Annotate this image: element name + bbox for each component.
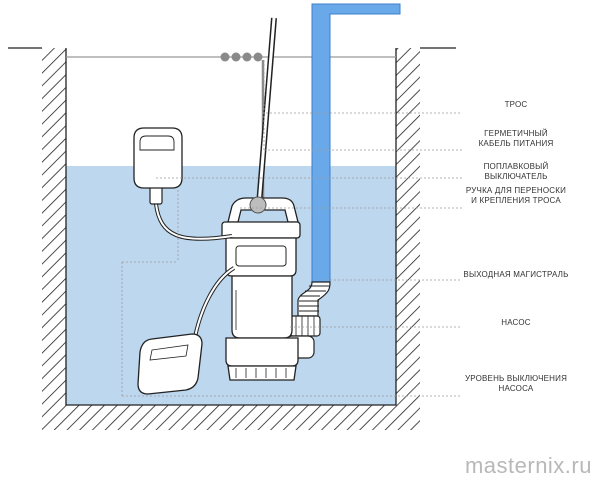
label-pump: НАСОС <box>501 318 531 327</box>
label-outlet-line: ВЫХОДНАЯ МАГИСТРАЛЬ <box>463 270 569 279</box>
power-cable <box>256 17 277 206</box>
support-bar <box>66 52 396 62</box>
well-walls <box>8 47 456 430</box>
left-wall <box>42 48 66 430</box>
leader-lines <box>121 60 462 397</box>
label-handle: РУЧКА ДЛЯ ПЕРЕНОСКИ И КРЕПЛЕНИЯ ТРОСА <box>465 186 567 205</box>
well-inner-outline <box>65 48 397 406</box>
corrugated-hose <box>297 281 331 317</box>
pump <box>221 196 301 381</box>
label-shutoff-level: УРОВЕНЬ ВЫКЛЮЧЕНИЯ НАСОСА <box>464 374 568 393</box>
float-switch-upper <box>133 127 233 241</box>
label-float-switch: ПОПЛАВКОВЫЙ ВЫКЛЮЧАТЕЛЬ <box>483 162 549 181</box>
label-rope: ТРОС <box>504 100 528 109</box>
right-wall <box>396 48 420 430</box>
float-switch-lower <box>137 266 236 395</box>
handle-clamp <box>249 196 267 214</box>
well-floor <box>66 405 396 430</box>
label-power-cable: ГЕРМЕТИЧНЫЙ КАБЕЛЬ ПИТАНИЯ <box>478 129 554 148</box>
watermark: masternix.ru <box>464 453 592 478</box>
